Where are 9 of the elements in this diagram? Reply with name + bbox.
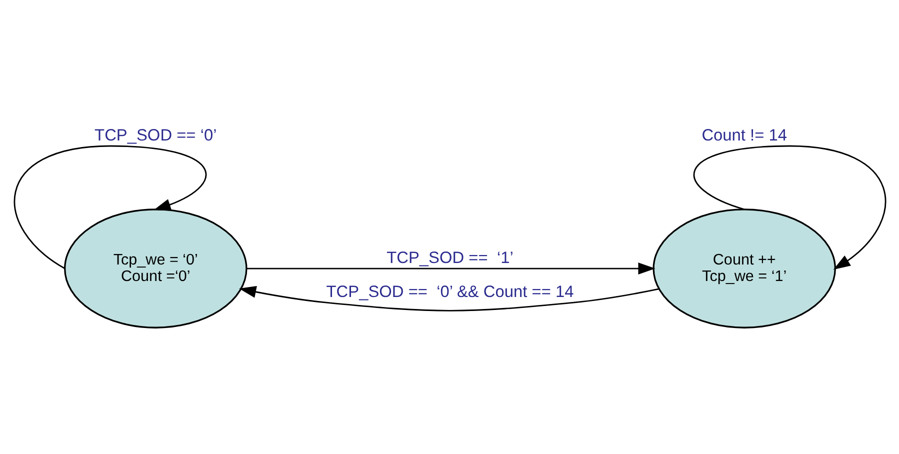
edge-label: TCP_SOD == ‘1’ [386,248,513,267]
edge-label: TCP_SOD == ‘0’ [94,126,216,144]
arrow [246,262,655,274]
edge-label: TCP_SOD == ‘0’ && Count == 14 [326,282,574,300]
arrow [238,286,659,311]
arrow [693,144,886,270]
node-ellipse: Count ++ Tcp_we = ‘1’ [652,208,836,328]
node-ellipse: Tcp_we = ‘0’ Count =‘0’ [64,208,247,328]
edge-label: Count != 14 [701,126,787,144]
